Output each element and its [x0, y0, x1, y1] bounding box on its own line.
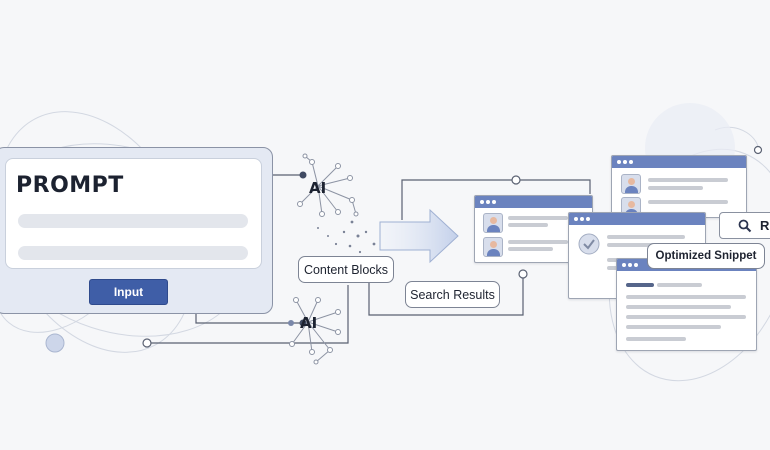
optimized-snippet-label: Optimized Snippet — [647, 243, 765, 269]
arrow-right-icon — [379, 208, 459, 264]
input-button[interactable]: Input — [89, 279, 168, 305]
search-result-window — [611, 155, 747, 218]
particle-trail — [317, 220, 376, 254]
prompt-placeholder-line — [18, 246, 248, 260]
avatar-icon — [483, 237, 503, 257]
search-box[interactable]: R — [719, 212, 770, 239]
ai-network-icon-bottom — [289, 297, 341, 365]
search-results-label: Search Results — [405, 281, 500, 308]
ai-node-top-label: AI — [309, 179, 327, 197]
search-box-text: R — [760, 218, 770, 233]
prompt-text-area[interactable]: PROMPT — [5, 158, 262, 269]
orbit-node-left — [45, 333, 65, 353]
search-result-window — [616, 258, 757, 351]
prompt-panel: PROMPT Input — [0, 147, 273, 314]
search-icon — [738, 219, 752, 233]
ai-network-icon-top — [297, 153, 359, 217]
avatar-icon — [483, 213, 503, 233]
prompt-title: PROMPT — [16, 173, 124, 198]
ai-node-bottom-label: AI — [300, 314, 318, 332]
avatar-icon — [621, 174, 641, 194]
content-blocks-label: Content Blocks — [298, 256, 394, 283]
checkmark-icon — [578, 233, 600, 255]
prompt-placeholder-line — [18, 214, 248, 228]
